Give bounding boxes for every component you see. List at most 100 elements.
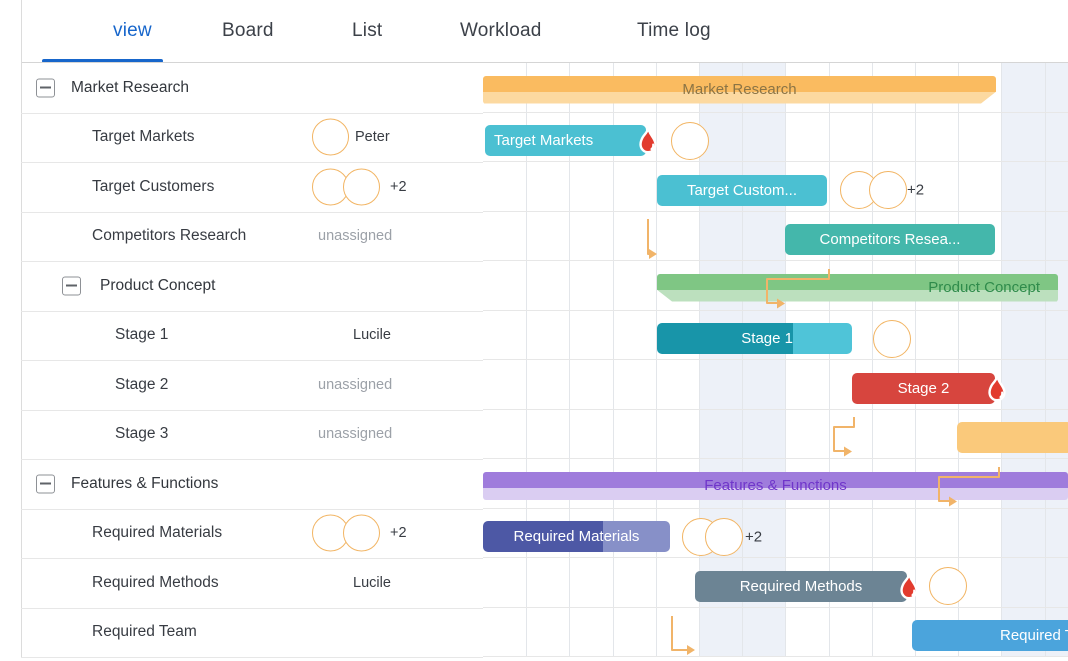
grid-line [742, 63, 744, 657]
grid-line [612, 63, 614, 657]
summary-base [483, 92, 996, 104]
avatar[interactable] [869, 171, 907, 209]
assignee-label: unassigned [318, 426, 393, 443]
grid-line [785, 63, 787, 657]
assignee-label: +2 [390, 525, 407, 542]
assignee-label: Lucile [353, 574, 391, 591]
gantt-task-bar-required-materials[interactable]: Required Materials [483, 521, 670, 552]
gantt-task-bar-required-team[interactable]: Required Team [912, 620, 1068, 651]
task-row: Target Markets Peter [21, 113, 483, 163]
gantt-task-bar-stage-2[interactable]: Stage 2 [852, 372, 995, 404]
task-name: Competitors Research [92, 227, 247, 245]
task-row: Required Materials+2 [21, 509, 483, 559]
avatar[interactable] [929, 567, 967, 605]
tab-view[interactable]: view [113, 20, 152, 41]
avatar-overflow-count: +2 [745, 528, 763, 545]
flame-icon [632, 124, 664, 163]
grid-line [526, 63, 528, 657]
gantt-task-bar-stage-3[interactable] [957, 422, 1068, 453]
avatar[interactable] [840, 171, 878, 209]
gantt-task-bar-competitors-research[interactable]: Competitors Resea... [785, 224, 995, 255]
avatar[interactable] [343, 514, 380, 552]
task-bar-label: Target Markets [494, 132, 594, 149]
row-line [483, 408, 1068, 410]
row-line [483, 260, 1068, 261]
task-name: Target Markets [92, 128, 195, 146]
active-tab-underline [42, 59, 163, 63]
row-line [483, 210, 1068, 212]
assignee-cell: unassigned [21, 212, 483, 262]
avatar[interactable] [873, 319, 911, 358]
task-bar-label: Target Custom... [686, 181, 798, 199]
dependency-line [647, 219, 655, 255]
task-progress [483, 521, 603, 552]
avatar[interactable] [312, 168, 349, 206]
task-bar-label: Stage 2 [897, 379, 950, 397]
flame-icon [981, 372, 1013, 411]
task-name: Required Team [92, 623, 197, 641]
gantt-task-bar-target-markets[interactable]: Target Markets [485, 125, 646, 156]
task-row: Market Research [21, 63, 483, 114]
row-line [483, 557, 1068, 558]
task-bar-label: Stage 1 [741, 330, 793, 347]
assignee-label: unassigned [318, 376, 393, 393]
grid-line [871, 63, 873, 657]
summary-label: Product Concept [928, 279, 1040, 296]
task-name: Stage 1 [115, 326, 169, 344]
dependency-connectors [647, 219, 1000, 655]
row-line [483, 111, 1068, 113]
assignee-label: unassigned [318, 228, 393, 245]
task-row: Stage 3 unassigned [21, 410, 483, 460]
gantt-task-bar-required-methods[interactable]: Required Methods [695, 570, 907, 602]
avatar[interactable] [343, 168, 380, 206]
assignee-cell: Lucile [21, 558, 483, 608]
row-line [483, 656, 1068, 657]
assignee-label: Peter [355, 129, 390, 146]
task-row: Competitors Research unassigned [21, 212, 483, 262]
collapse-toggle[interactable] [36, 474, 55, 494]
assignee-cell: unassigned [21, 410, 483, 460]
gantt-task-bar-target-customers[interactable]: Target Custom... [657, 174, 827, 206]
grid-line [569, 63, 571, 657]
task-bar-label: Competitors Resea... [819, 231, 961, 248]
gantt-summary-bar-market-research[interactable]: Market Research [483, 76, 996, 104]
summary-progress [483, 471, 1068, 488]
assignee-cell: unassigned [21, 360, 483, 410]
summary-progress [657, 273, 1058, 290]
tab-list[interactable]: List [352, 20, 383, 41]
task-row: Features & Functions [21, 459, 483, 510]
tab-board[interactable]: Board [222, 20, 274, 41]
dependency-arrow-icon [649, 249, 657, 259]
flame-icon [893, 570, 925, 609]
assignee-cell: Peter [21, 113, 483, 163]
grid-line [915, 63, 916, 657]
header-divider [21, 62, 1068, 63]
assignee-cell: +2 [21, 509, 483, 559]
dependency-line [671, 616, 693, 651]
summary-label: Market Research [682, 81, 797, 98]
dependency-arrow-icon [949, 496, 957, 507]
tab-time-log[interactable]: Time log [637, 20, 711, 41]
collapse-toggle[interactable] [36, 78, 55, 98]
avatar[interactable] [705, 517, 743, 556]
gantt-task-bar-stage-1[interactable]: Stage 1 [657, 323, 852, 354]
gantt-summary-bar-features-functions[interactable]: Features & Functions [483, 471, 1068, 500]
task-progress [657, 323, 793, 354]
dependency-arrow-icon [844, 446, 852, 457]
summary-base [657, 289, 1058, 302]
dependency-line [938, 467, 1000, 502]
collapse-toggle[interactable] [62, 276, 81, 296]
gantt-summary-bar-product-concept[interactable]: Product Concept [657, 273, 1058, 302]
avatar[interactable] [671, 121, 709, 160]
row-line [483, 507, 1068, 509]
tab-workload[interactable]: Workload [460, 20, 542, 41]
task-bar-label: Required Methods [739, 577, 863, 595]
avatar[interactable] [312, 118, 349, 156]
dependency-line [766, 269, 830, 304]
task-name: Stage 3 [115, 425, 169, 443]
weekend-band [1001, 63, 1068, 657]
task-name: Product Concept [100, 276, 216, 294]
